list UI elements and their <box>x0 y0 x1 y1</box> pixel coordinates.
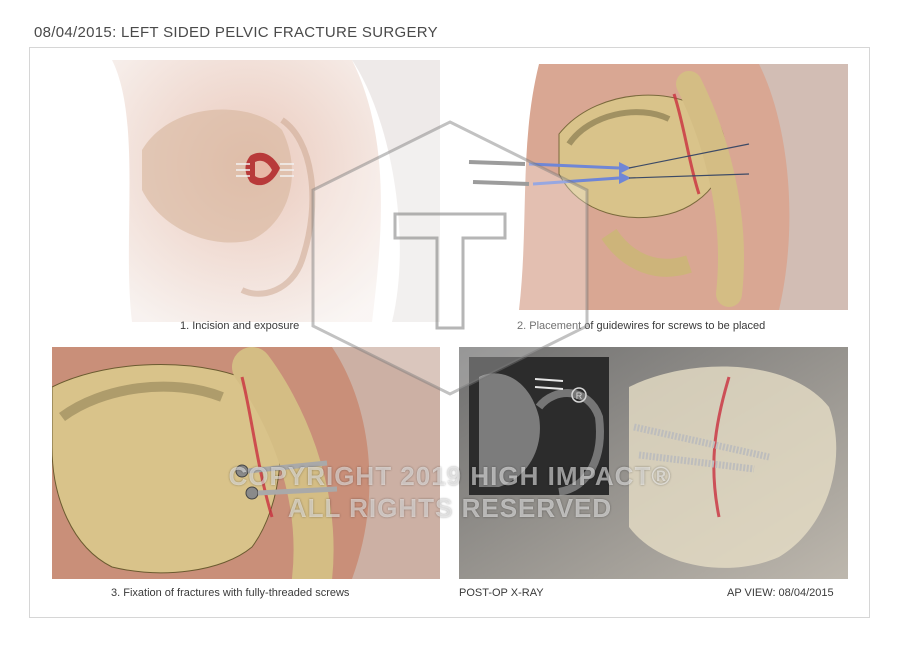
caption-panel-1: 1. Incision and exposure <box>180 320 300 332</box>
caption-panel-4-left: POST-OP X-RAY <box>459 587 544 599</box>
watermark-text: COPYRIGHT 2019 HIGH IMPACT® <box>228 461 672 491</box>
xray-marker-icon: R <box>571 387 587 403</box>
panel-fixation-illustration <box>52 347 440 579</box>
screw-icon <box>633 423 770 473</box>
guidewire-icon <box>468 143 750 186</box>
watermark-logo-icon <box>311 120 589 396</box>
page-title: 08/04/2015: LEFT SIDED PELVIC FRACTURE S… <box>34 24 438 41</box>
panel-guidewire-illustration <box>459 64 848 310</box>
watermark-subtext: ALL RIGHTS RESERVED <box>287 493 613 523</box>
content-frame <box>29 47 870 618</box>
caption-panel-4-right: AP VIEW: 08/04/2015 <box>727 587 834 599</box>
screw-icon <box>235 460 338 500</box>
panel-incision-illustration <box>52 60 440 322</box>
incision-icon <box>236 152 294 186</box>
caption-panel-2: 2. Placement of guidewires for screws to… <box>517 320 766 332</box>
panel-postop-xray: R <box>459 347 848 579</box>
xray-marker-label: R <box>576 391 583 401</box>
caption-panel-3: 3. Fixation of fractures with fully-thre… <box>111 587 350 599</box>
